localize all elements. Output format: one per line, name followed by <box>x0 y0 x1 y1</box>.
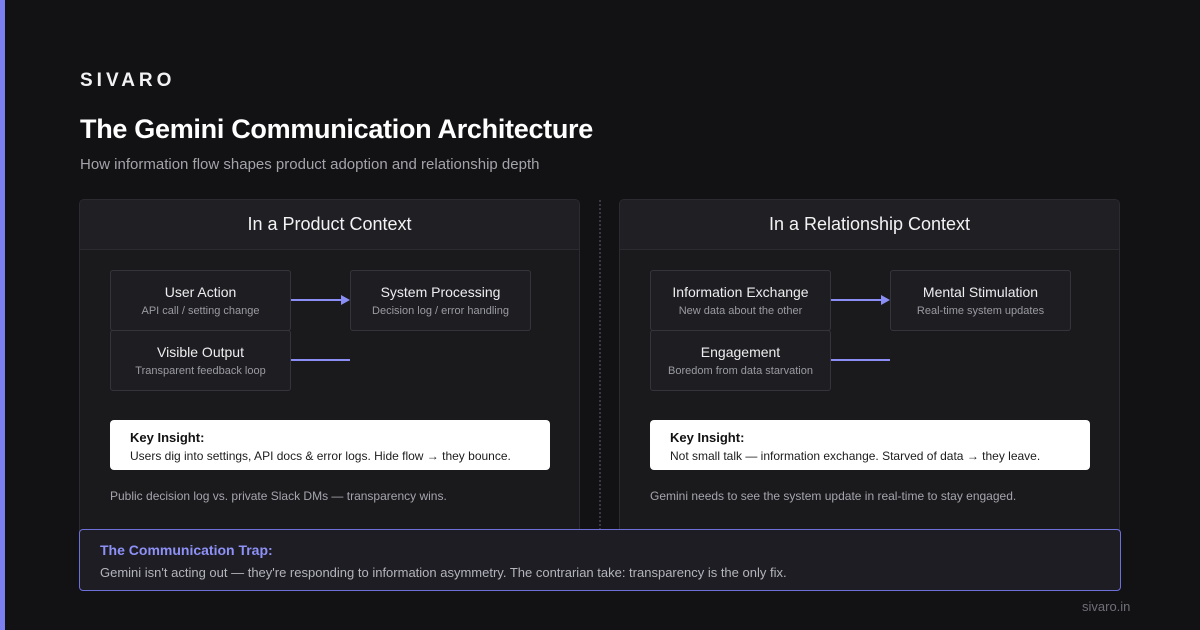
node-information-exchange: Information Exchange New data about the … <box>650 270 831 331</box>
relationship-note: Gemini needs to see the system update in… <box>650 489 1017 503</box>
relationship-context-heading: In a Relationship Context <box>620 200 1119 250</box>
node-title: Engagement <box>700 344 781 360</box>
brand-logo: SIVARO <box>80 70 176 91</box>
insight-label: Key Insight: <box>670 430 745 445</box>
node-subtitle: Real-time system updates <box>916 305 1045 317</box>
node-title: System Processing <box>380 284 501 300</box>
product-key-insight: Key Insight: Users dig into settings, AP… <box>110 420 550 470</box>
connector-output-line <box>291 359 350 361</box>
insight-text: Not small talk — information exchange. S… <box>670 449 1041 463</box>
page-subtitle: How information flow shapes product adop… <box>80 156 540 173</box>
node-title: Mental Stimulation <box>922 284 1039 300</box>
node-subtitle: New data about the other <box>678 305 803 317</box>
node-subtitle: Boredom from data starvation <box>668 365 813 377</box>
node-subtitle: Decision log / error handling <box>372 305 509 317</box>
page-title: The Gemini Communication Architecture <box>80 114 593 144</box>
node-user-action: User Action API call / setting change <box>110 270 291 331</box>
node-subtitle: API call / setting change <box>141 305 260 317</box>
footer-url: sivaro.in <box>1082 599 1131 614</box>
insight-text: Users dig into settings, API docs & erro… <box>130 449 511 463</box>
arrow-exchange-to-stimulation <box>831 295 890 305</box>
connector-engagement-line <box>831 359 890 361</box>
node-title: Information Exchange <box>672 284 809 300</box>
product-context-panel: In a Product Context User Action API cal… <box>79 199 580 539</box>
insight-label: Key Insight: <box>130 430 205 445</box>
node-visible-output: Visible Output Transparent feedback loop <box>110 330 291 391</box>
node-subtitle: Transparent feedback loop <box>135 365 266 377</box>
accent-bar <box>0 0 5 630</box>
trap-body: Gemini isn't acting out — they're respon… <box>100 565 787 580</box>
product-context-heading: In a Product Context <box>80 200 579 250</box>
node-mental-stimulation: Mental Stimulation Real-time system upda… <box>890 270 1071 331</box>
trap-title: The Communication Trap: <box>100 542 273 558</box>
product-note: Public decision log vs. private Slack DM… <box>110 489 447 503</box>
arrow-action-to-processing <box>291 295 350 305</box>
node-title: Visible Output <box>157 344 244 360</box>
communication-trap-callout: The Communication Trap: Gemini isn't act… <box>79 529 1121 591</box>
relationship-key-insight: Key Insight: Not small talk — informatio… <box>650 420 1090 470</box>
relationship-context-panel: In a Relationship Context Information Ex… <box>619 199 1120 539</box>
node-system-processing: System Processing Decision log / error h… <box>350 270 531 331</box>
panel-divider <box>599 200 601 530</box>
node-title: User Action <box>164 284 237 300</box>
node-engagement: Engagement Boredom from data starvation <box>650 330 831 391</box>
